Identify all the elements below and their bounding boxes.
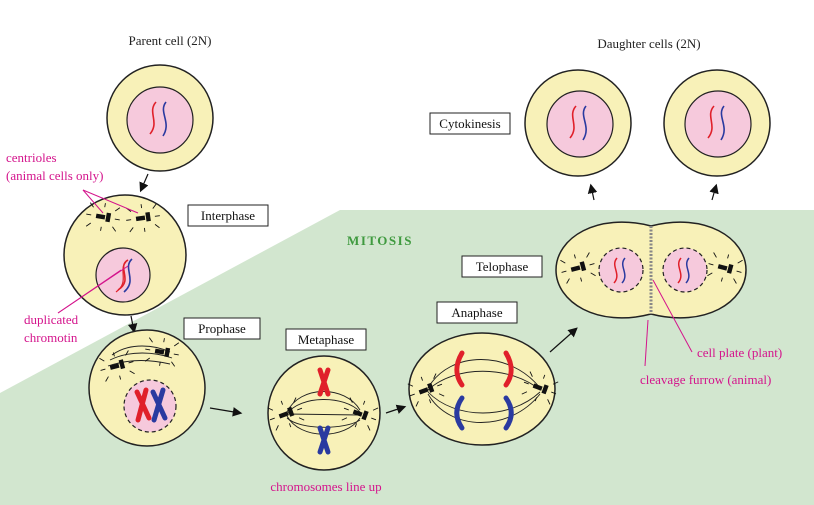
metaphase-label: Metaphase (298, 332, 355, 347)
prophase-cell (88, 329, 206, 447)
daughter-cell-left (524, 69, 632, 177)
duplicated-pointer (57, 265, 129, 314)
telophase-label-box: Telophase (461, 255, 543, 278)
duplicated-label-sub: chromotin (24, 330, 78, 345)
arrow-interphase-to-prophase (127, 315, 138, 334)
arrow-to-daughter-left (587, 183, 598, 201)
cytokinesis-label-box: Cytokinesis (429, 112, 511, 135)
centrioles-label: centrioles (6, 150, 57, 165)
metaphase-label-box: Metaphase (285, 328, 367, 351)
metaphase-cell (264, 355, 382, 471)
prophase-label-box: Prophase (183, 317, 261, 340)
parent-cell-heading: Parent cell (2N) (128, 33, 211, 48)
mitosis-title: MITOSIS (347, 233, 413, 248)
duplicated-label: duplicated (24, 312, 79, 327)
arrow-to-daughter-right (709, 183, 719, 201)
anaphase-label-box: Anaphase (436, 301, 518, 324)
daughter-cell-right (663, 69, 771, 177)
cytokinesis-label: Cytokinesis (439, 116, 500, 131)
chromosomes-line-up-label: chromosomes line up (270, 479, 381, 494)
prophase-label: Prophase (198, 321, 246, 336)
parent-cell (106, 64, 214, 172)
telophase-cell (555, 221, 747, 319)
daughter-cells-heading: Daughter cells (2N) (597, 36, 700, 51)
interphase-cell (63, 194, 187, 316)
interphase-label: Interphase (201, 208, 255, 223)
telophase-label: Telophase (476, 259, 529, 274)
interphase-label-box: Interphase (187, 204, 269, 227)
telophase-pointers (644, 279, 693, 367)
arrow-prophase-to-metaphase (209, 407, 243, 417)
arrow-metaphase-to-anaphase (385, 404, 407, 414)
centrioles-label-sub: (animal cells only) (6, 168, 103, 183)
cell-plate-label: cell plate (plant) (697, 345, 782, 360)
arrow-parent-to-interphase (139, 173, 149, 193)
anaphase-label: Anaphase (451, 305, 502, 320)
arrow-anaphase-to-telophase (549, 327, 578, 353)
anaphase-cell (404, 332, 562, 446)
cleavage-furrow-label: cleavage furrow (animal) (640, 372, 771, 387)
centrioles-pointer (82, 189, 139, 214)
